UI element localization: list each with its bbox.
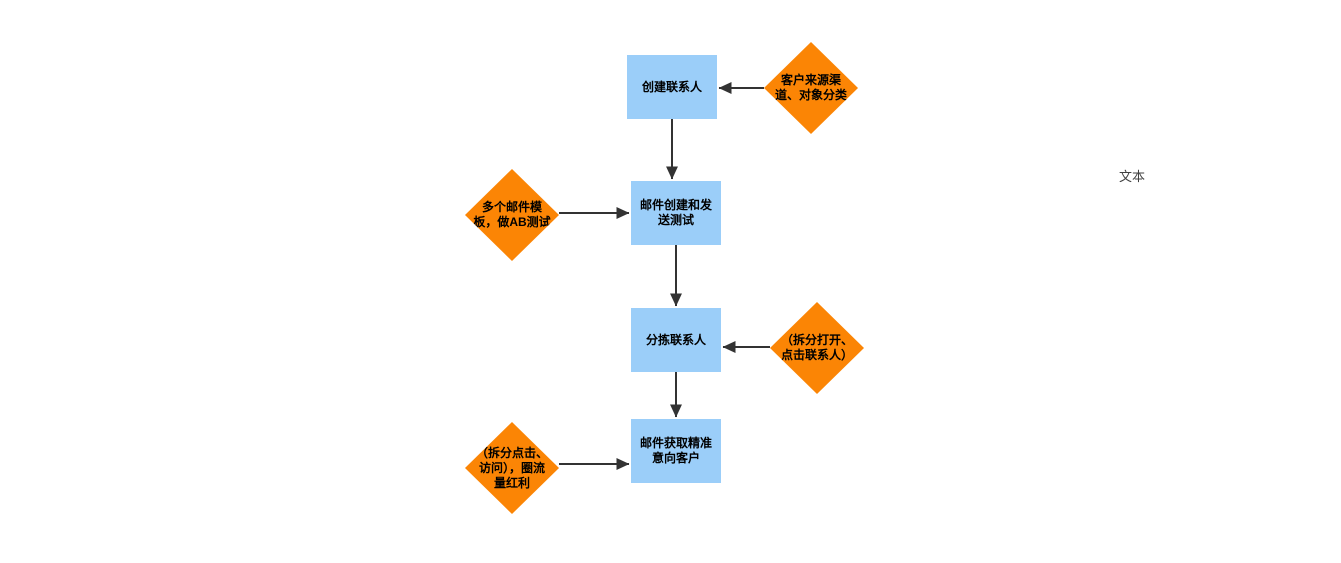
process-node-label: 邮件创建和发 送测试	[639, 198, 712, 227]
annotation-diamond-split-click-visit-bonus[interactable]: （拆分点击、 访问），圈流 量红利	[465, 422, 559, 514]
annotation-node-label: （拆分点击、 访问），圈流 量红利	[475, 445, 548, 490]
annotation-diamond-customer-source-channels[interactable]: 客户来源渠 道、对象分类	[764, 42, 858, 134]
process-node-create-contacts[interactable]: 创建联系人	[627, 55, 717, 119]
annotation-diamond-email-templates-ab-test[interactable]: 多个邮件模 板，做AB测试	[465, 169, 559, 261]
annotation-node-label: （拆分打开、 点击联系人）	[780, 333, 853, 362]
annotation-node-label: 多个邮件模 板，做AB测试	[473, 200, 551, 229]
process-node-label: 分拣联系人	[645, 332, 706, 347]
process-node-label: 创建联系人	[641, 79, 702, 94]
annotation-node-label: 客户来源渠 道、对象分类	[774, 73, 847, 102]
process-node-label: 邮件获取精准 意向客户	[639, 436, 712, 465]
process-node-email-create-send-test[interactable]: 邮件创建和发 送测试	[631, 181, 721, 245]
process-node-sort-contacts[interactable]: 分拣联系人	[631, 308, 721, 372]
annotation-diamond-split-open-click[interactable]: （拆分打开、 点击联系人）	[770, 302, 864, 394]
floating-text-label[interactable]: 文本	[1119, 169, 1146, 184]
process-node-email-acquire-customers[interactable]: 邮件获取精准 意向客户	[631, 419, 721, 483]
